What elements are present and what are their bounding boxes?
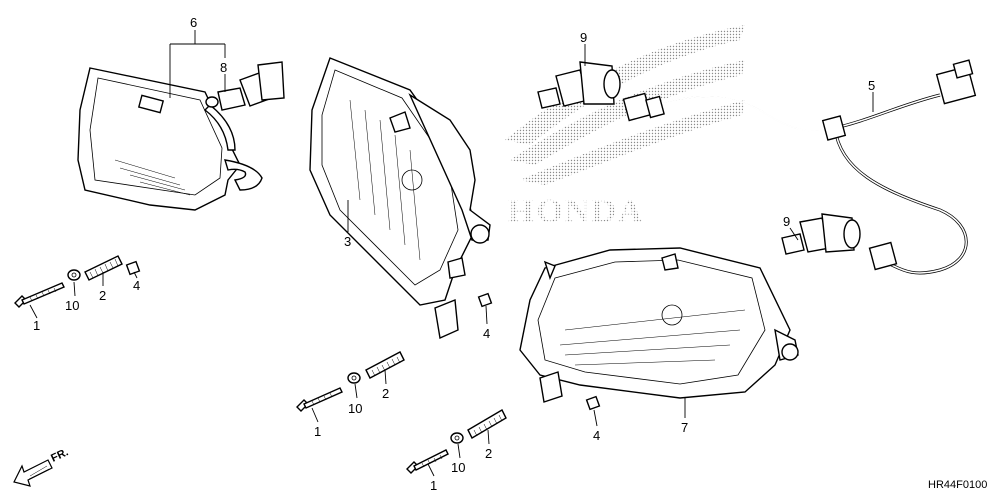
headlight-bulb-8: [205, 61, 285, 111]
callout-9-upper: 9: [580, 30, 587, 45]
bulb-9-lower: [781, 213, 861, 255]
hardware-set-middle: [296, 292, 493, 412]
callout-10-left: 10: [65, 298, 79, 313]
headlight-bottom-assembly: [519, 247, 799, 403]
bulb-9-upper: [537, 61, 621, 109]
front-direction-arrow: FR.: [13, 446, 70, 487]
leader-lines: [29, 30, 874, 477]
callout-9-lower: 9: [783, 214, 790, 229]
callout-1-left: 1: [33, 318, 40, 333]
headlight-left-assembly: [77, 67, 263, 211]
callout-labels: 6 8 9 5 9 3 7 1 10 2 4 1 10 2 4 1 10 2 4: [33, 15, 875, 493]
callout-2-lower: 2: [485, 446, 492, 461]
headlight-center-assembly: [309, 57, 491, 340]
wiring-harness-5: [622, 59, 977, 275]
hardware-set-left: [14, 255, 141, 308]
callout-4-middle: 4: [483, 326, 490, 341]
callout-3: 3: [344, 234, 351, 249]
callout-10-lower: 10: [451, 460, 465, 475]
callout-7: 7: [681, 420, 688, 435]
callout-4-left: 4: [133, 278, 140, 293]
honda-wing-logo-watermark: HONDA: [505, 25, 745, 230]
callout-1-lower: 1: [430, 478, 437, 493]
callout-5: 5: [868, 78, 875, 93]
callout-8: 8: [220, 60, 227, 75]
callout-10-middle: 10: [348, 401, 362, 416]
callout-4-lower: 4: [593, 428, 600, 443]
hardware-set-lower: [406, 395, 601, 474]
callout-6: 6: [190, 15, 197, 30]
front-direction-label: FR.: [49, 446, 70, 464]
callout-2-middle: 2: [382, 386, 389, 401]
diagram-code: HR44F0100: [928, 479, 987, 491]
honda-watermark-text: HONDA: [508, 193, 645, 230]
callout-1-middle: 1: [314, 424, 321, 439]
callout-2-left: 2: [99, 288, 106, 303]
